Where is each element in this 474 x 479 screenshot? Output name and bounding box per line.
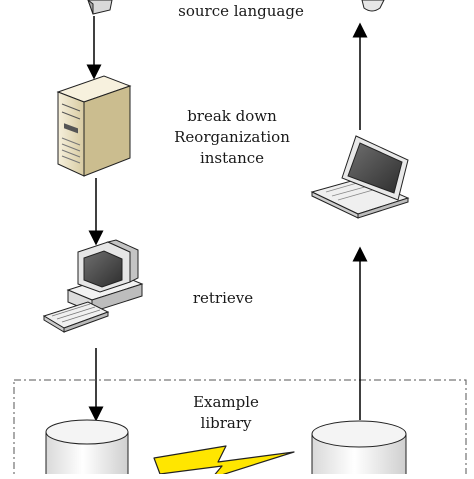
top-right-device-icon <box>361 0 385 12</box>
database-left-icon <box>45 419 129 479</box>
label-source-language: source language <box>178 2 304 20</box>
laptop-icon <box>310 135 410 219</box>
keyboard-icon <box>42 301 110 333</box>
lightning-icon <box>153 445 295 479</box>
label-reorganization: Reorganization <box>174 128 290 146</box>
library-boundary <box>13 379 467 479</box>
label-retrieve: retrieve <box>192 289 254 307</box>
top-device-icon <box>87 0 113 15</box>
server-icon <box>56 75 132 177</box>
desktop-computer-icon <box>66 239 144 313</box>
label-example: Example <box>193 393 259 411</box>
label-break-down: break down <box>187 107 277 125</box>
database-right-icon <box>311 420 407 479</box>
label-instance: instance <box>199 149 265 167</box>
label-library: library <box>200 414 252 432</box>
